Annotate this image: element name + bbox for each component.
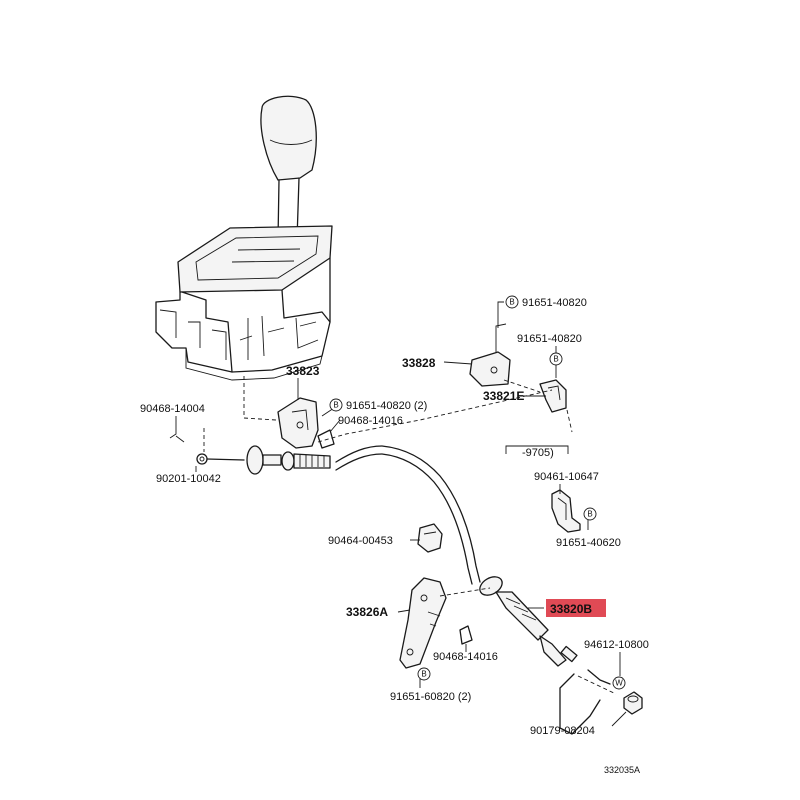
label-90468-14004: 90468-14004 — [140, 403, 205, 415]
nut-90179-08204 — [623, 691, 643, 715]
label-33820b-highlight: 33820B — [546, 599, 606, 617]
control-cable-33820b — [196, 445, 611, 735]
label-91651-40620: 91651-40620 — [556, 537, 621, 549]
badge-bolt-40620: B — [583, 507, 597, 521]
label-33826a: 33826A — [346, 605, 388, 619]
svg-text:W: W — [615, 679, 623, 688]
label-9705: -9705) — [522, 447, 554, 459]
svg-text:B: B — [553, 355, 558, 364]
label-94612-10800: 94612-10800 — [584, 639, 649, 651]
svg-text:B: B — [421, 670, 426, 679]
label-90461-10647: 90461-10647 — [534, 471, 599, 483]
label-91651-40820-top: 91651-40820 — [522, 297, 587, 309]
cable-bracket-33828 — [469, 323, 511, 387]
label-33820b: 33820B — [550, 602, 592, 616]
cable-bracket-33823 — [277, 397, 335, 449]
label-33828: 33828 — [402, 356, 436, 370]
label-90179-08204: 90179-08204 — [530, 725, 595, 737]
label-91651-40820-2: 91651-40820 (2) — [346, 400, 427, 412]
badge-bolt-60820: B — [417, 667, 431, 681]
bracket-90461-10647 — [551, 489, 581, 533]
highlight-box — [546, 599, 606, 617]
badge-bolt-top: B — [505, 295, 519, 309]
svg-text:B: B — [587, 510, 592, 519]
badge-washer: W — [612, 676, 626, 690]
label-90464-00453: 90464-00453 — [328, 535, 393, 547]
label-91651-40820-mid: 91651-40820 — [517, 333, 582, 345]
label-90201-10042: 90201-10042 — [156, 473, 221, 485]
badge-bolt-33823: B — [329, 398, 343, 412]
svg-text:B: B — [333, 401, 338, 410]
reference-code: 332035A — [604, 765, 640, 775]
label-33823: 33823 — [286, 364, 320, 378]
label-91651-60820-2: 91651-60820 (2) — [390, 691, 471, 703]
cable-clamp-33821e — [539, 379, 567, 413]
shift-lever-assembly — [155, 95, 333, 381]
badge-bolt-mid: B — [549, 352, 563, 366]
svg-text:B: B — [509, 298, 514, 307]
clip-90464-00453 — [417, 523, 443, 553]
assembly-dash-lines — [203, 376, 617, 695]
label-90468-14016-a: 90468-14016 — [338, 415, 403, 427]
label-90468-14016-b: 90468-14016 — [433, 651, 498, 663]
label-33821e: 33821E — [483, 389, 524, 403]
clip-90468-14016-lower — [459, 625, 473, 645]
lever-33826a — [399, 577, 447, 669]
